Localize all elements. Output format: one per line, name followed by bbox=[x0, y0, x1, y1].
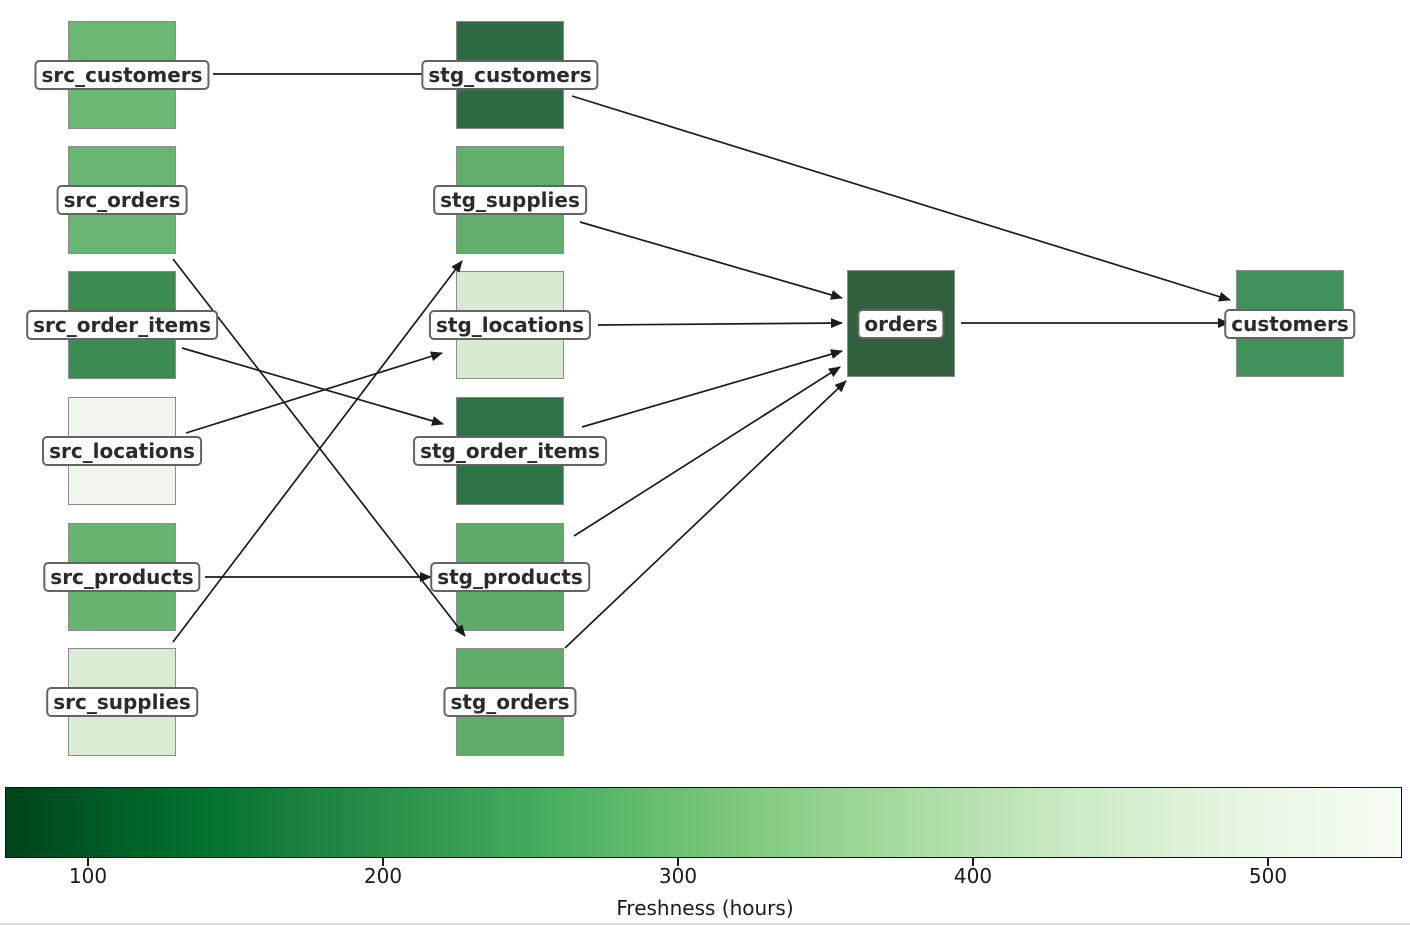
edge-src_orders-to-stg_orders bbox=[172, 258, 466, 637]
colorbar-tick-500 bbox=[1267, 858, 1269, 866]
edge-src_order_items-to-stg_order_items bbox=[181, 347, 444, 426]
node-label-stg_orders: stg_orders bbox=[443, 687, 577, 717]
edge-src_locations-to-stg_locations bbox=[185, 351, 443, 434]
node-label-orders: orders bbox=[857, 308, 945, 339]
colorbar-axis-label: Freshness (hours) bbox=[616, 896, 794, 920]
colorbar-tick-100 bbox=[87, 858, 89, 866]
colorbar-gradient bbox=[6, 788, 1401, 857]
node-label-stg_order_items: stg_order_items bbox=[413, 436, 607, 466]
edge-stg_customers-to-customers bbox=[571, 95, 1231, 302]
colorbar-ticklabel-500: 500 bbox=[1248, 864, 1288, 888]
node-label-src_customers: src_customers bbox=[34, 60, 210, 90]
node-label-src_products: src_products bbox=[43, 562, 201, 592]
node-label-src_locations: src_locations bbox=[42, 436, 202, 466]
figure-bottom-border bbox=[0, 923, 1410, 925]
node-label-stg_supplies: stg_supplies bbox=[433, 185, 587, 215]
edge-stg_supplies-to-orders bbox=[579, 221, 843, 300]
colorbar bbox=[5, 787, 1402, 858]
edge-stg_order_items-to-orders bbox=[581, 349, 843, 428]
node-label-src_order_items: src_order_items bbox=[26, 310, 218, 340]
colorbar-ticklabel-200: 200 bbox=[363, 864, 403, 888]
edge-stg_products-to-orders bbox=[573, 366, 841, 537]
edge-src_supplies-to-stg_supplies bbox=[172, 260, 463, 643]
node-label-stg_products: stg_products bbox=[430, 562, 590, 592]
colorbar-ticklabel-400: 400 bbox=[953, 864, 993, 888]
node-label-src_orders: src_orders bbox=[56, 185, 188, 215]
edge-stg_orders-to-orders bbox=[564, 380, 847, 649]
node-label-src_supplies: src_supplies bbox=[46, 687, 198, 717]
node-label-customers: customers bbox=[1224, 308, 1356, 339]
colorbar-tick-400 bbox=[972, 858, 974, 866]
node-label-stg_customers: stg_customers bbox=[421, 60, 599, 90]
edge-stg_locations-to-orders bbox=[597, 318, 843, 329]
colorbar-ticklabel-300: 300 bbox=[658, 864, 698, 888]
colorbar-tick-200 bbox=[382, 858, 384, 866]
node-label-stg_locations: stg_locations bbox=[428, 310, 592, 340]
colorbar-tick-300 bbox=[677, 858, 679, 866]
colorbar-ticklabel-100: 100 bbox=[68, 864, 108, 888]
